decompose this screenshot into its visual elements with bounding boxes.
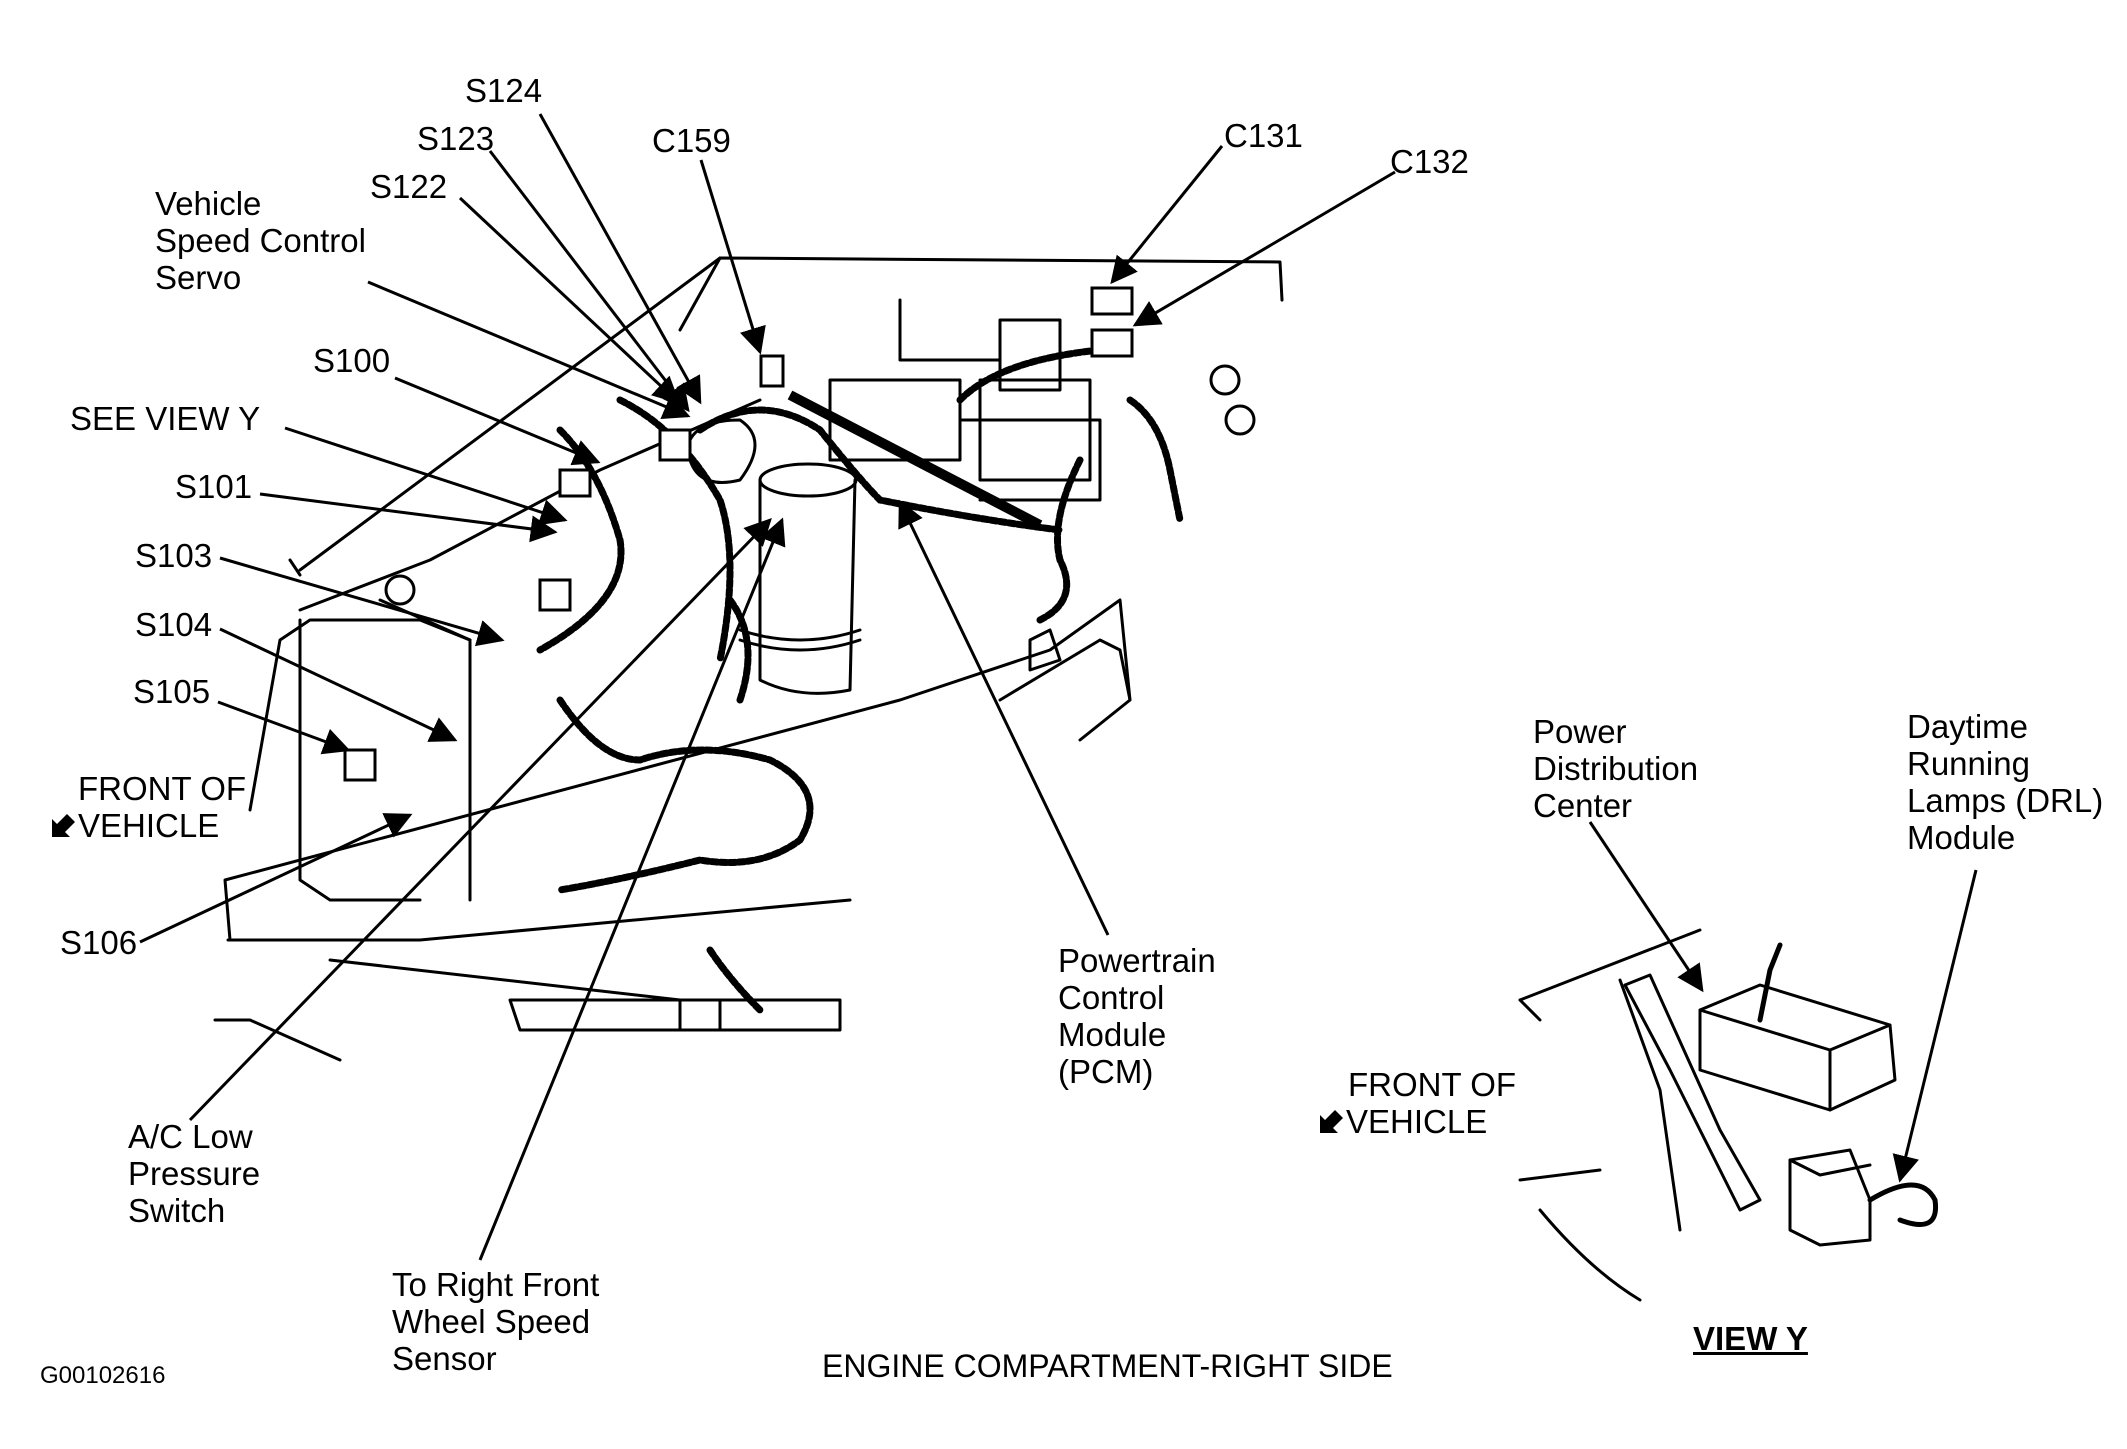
label-line: Pressure	[128, 1155, 261, 1192]
leader-s100	[394, 376, 601, 466]
leader-s101	[259, 492, 558, 543]
leader-see-view-y	[284, 426, 568, 526]
connectors-art	[343, 286, 1256, 1032]
leader-c132	[1132, 170, 1396, 327]
leader-speed-servo	[367, 280, 691, 420]
view-y-title: VIEW Y	[1693, 1320, 1808, 1357]
label-line: Wheel Speed	[392, 1303, 591, 1340]
pcm-bar-art	[787, 390, 1043, 530]
label-line: To Right Front	[392, 1266, 600, 1303]
label-s123: S123	[417, 120, 495, 157]
label-drl-module: Daytime Running Lamps (DRL) Module	[1907, 708, 2103, 856]
label-line: Module	[1058, 1016, 1167, 1053]
label-line: FRONT OF	[1348, 1066, 1517, 1103]
label-power-distribution-center: Power Distribution Center	[1533, 713, 1698, 824]
leader-ac-switch	[188, 518, 772, 1122]
label-line: Vehicle	[155, 185, 262, 222]
label-s100: S100	[313, 342, 391, 379]
diagram-caption: ENGINE COMPARTMENT-RIGHT SIDE	[822, 1348, 1393, 1384]
label-c159: C159	[652, 122, 731, 159]
label-line: Switch	[128, 1192, 226, 1229]
view-y-art	[1518, 928, 1939, 1302]
label-line: A/C Low	[128, 1118, 253, 1155]
front-arrow-line: VEHICLE	[1318, 1103, 1516, 1140]
leader-pcm	[898, 499, 1110, 936]
leader-s103	[219, 556, 505, 647]
label-s103: S103	[135, 537, 213, 574]
label-line: Powertrain	[1058, 942, 1216, 979]
label-s124: S124	[465, 72, 543, 109]
label-pcm: Powertrain Control Module (PCM)	[1058, 942, 1216, 1090]
label-s122: S122	[370, 168, 448, 205]
leader-lines	[139, 113, 1978, 1261]
leader-s123	[488, 150, 690, 413]
leader-s106	[139, 813, 413, 944]
label-line: Sensor	[392, 1340, 497, 1377]
label-ac-low-pressure-switch: A/C Low Pressure Switch	[128, 1118, 260, 1229]
leader-c159	[699, 159, 766, 355]
leader-c131	[1110, 145, 1224, 285]
label-s105: S105	[133, 673, 211, 710]
label-see-view-y: SEE VIEW Y	[70, 400, 261, 437]
leader-drl	[1892, 869, 1978, 1183]
label-line: Daytime	[1907, 708, 2029, 745]
label-line: Running	[1907, 745, 2030, 782]
label-line: Center	[1533, 787, 1633, 824]
label-line: VEHICLE	[78, 807, 220, 844]
label-line: (PCM)	[1058, 1053, 1154, 1090]
label-speed-control-servo: Vehicle Speed Control Servo	[155, 185, 366, 296]
main-engine-art	[213, 256, 1284, 1062]
label-front-of-vehicle-view-y: FRONT OF VEHICLE	[1318, 1066, 1516, 1140]
label-s101: S101	[175, 468, 253, 505]
label-wheel-speed-sensor: To Right Front Wheel Speed Sensor	[392, 1266, 599, 1377]
label-line: Servo	[155, 259, 242, 296]
leader-pdc	[1588, 821, 1704, 993]
leader-s124	[538, 113, 702, 405]
leader-wheel-sensor	[478, 517, 786, 1261]
label-c131: C131	[1224, 117, 1303, 154]
label-front-of-vehicle-main: FRONT OF VEHICLE	[50, 770, 246, 844]
label-line: FRONT OF	[78, 770, 247, 807]
label-line: Lamps (DRL)	[1907, 782, 2104, 819]
front-direction-arrow-icon	[52, 814, 75, 837]
leader-s122	[458, 196, 680, 404]
figure-id: G00102616	[40, 1362, 166, 1389]
front-arrow-line: VEHICLE	[50, 807, 246, 844]
front-direction-arrow-icon	[1320, 1110, 1343, 1133]
label-s106: S106	[60, 924, 138, 961]
label-line: VEHICLE	[1346, 1103, 1488, 1140]
label-line: Speed Control	[155, 222, 366, 259]
wiring-harness-art	[536, 346, 1184, 1014]
leader-s104	[219, 627, 458, 742]
leader-s105	[217, 700, 351, 755]
label-s104: S104	[135, 606, 213, 643]
label-line: Power	[1533, 713, 1627, 750]
label-line: Control	[1058, 979, 1165, 1016]
label-line: Module	[1907, 819, 2016, 856]
label-c132: C132	[1390, 143, 1469, 180]
label-line: Distribution	[1533, 750, 1699, 787]
